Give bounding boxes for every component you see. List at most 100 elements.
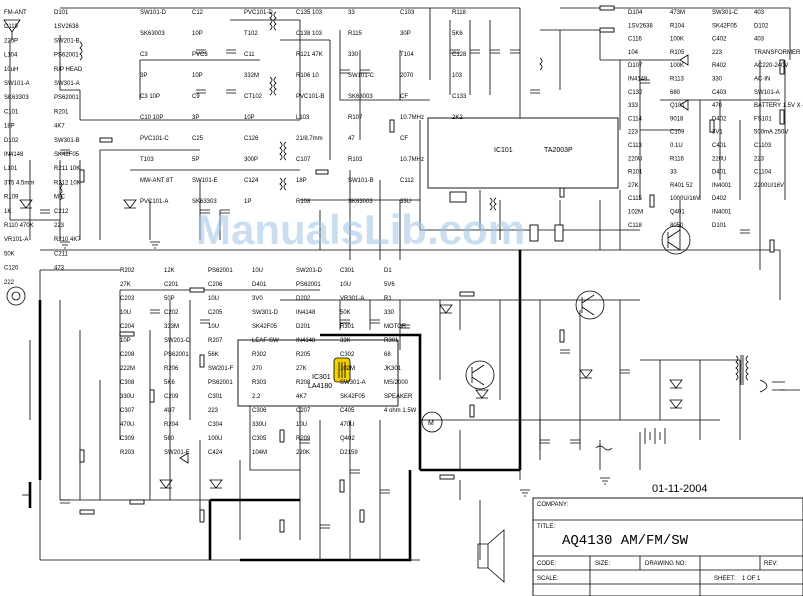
component-label: C103	[400, 10, 415, 16]
component-label: C107	[296, 157, 311, 163]
component-label: D101	[54, 10, 69, 16]
component-label: C308	[120, 380, 135, 386]
component-label: SK63003	[348, 94, 373, 100]
component-label: 332M	[244, 73, 259, 79]
component-label: 403	[754, 37, 765, 43]
component-label: C133	[452, 94, 467, 100]
component-label: 223	[208, 408, 219, 414]
component-label: 3P	[140, 73, 147, 79]
tb-sheet-label: SHEET:	[714, 576, 735, 582]
component-label: 330	[384, 310, 395, 316]
component-label: SK63003	[348, 199, 373, 205]
component-label: C209	[164, 394, 179, 400]
component-label: C424	[208, 450, 223, 456]
component-label: SK63303	[4, 95, 29, 101]
component-label: 223	[628, 130, 639, 136]
component-label: 104M	[252, 450, 267, 456]
component-label: C11	[244, 52, 255, 58]
component-label: 33K	[340, 338, 351, 344]
component-label: 3V0	[252, 296, 263, 302]
component-label: 330U	[120, 394, 134, 400]
component-label: C206	[208, 282, 223, 288]
ic301-block: IC301 LA4180	[237, 339, 399, 407]
component-label: 3P	[192, 115, 199, 121]
tb-code-label: CODE:	[537, 561, 556, 567]
component-label: 10.7MHz	[400, 115, 424, 121]
component-label: 1K	[4, 209, 11, 215]
component-label: C301	[340, 268, 355, 274]
component-label: 333M	[164, 324, 179, 330]
component-label: 18P	[296, 178, 307, 184]
component-label: C124	[244, 178, 259, 184]
component-label: IN4001	[712, 210, 732, 216]
component-label: R/P HEAD	[54, 67, 83, 73]
component-label: 5V6	[384, 282, 395, 288]
component-label: R107	[348, 115, 363, 121]
component-label: MS/2000	[384, 380, 409, 386]
component-label: 223	[54, 223, 65, 229]
component-label: 300P	[244, 157, 258, 163]
component-label: C208	[120, 352, 135, 358]
component-label: PS62001	[208, 380, 233, 386]
component-label: R301	[384, 338, 399, 344]
component-label: C203	[120, 296, 135, 302]
component-label: IN4148	[296, 310, 316, 316]
component-label: 104	[628, 50, 639, 56]
component-label: 10U	[120, 310, 131, 316]
ic-label-la4180: LA4180	[308, 383, 332, 390]
component-label: 330U	[252, 422, 266, 428]
component-label: R1	[384, 296, 392, 302]
component-label: R109	[4, 195, 19, 201]
component-label: SK63303	[192, 199, 217, 205]
component-label: 1P	[244, 199, 251, 205]
tb-sheet-value: 1 OF 1	[742, 576, 761, 582]
component-label: SW301-A	[340, 380, 366, 386]
component-label: 10P	[120, 338, 131, 344]
component-label: SK42F05	[252, 324, 278, 330]
component-label: L104	[4, 53, 18, 59]
component-label: 2K2	[452, 115, 463, 121]
component-label: C10 10P	[140, 115, 163, 121]
component-label: D107	[628, 63, 643, 69]
component-label: 470U	[120, 422, 134, 428]
component-label: C138 103	[296, 31, 323, 37]
component-label: MW-ANT 8T	[140, 178, 173, 184]
component-label: PS62001	[54, 53, 79, 59]
component-label: SW301-B	[54, 138, 80, 144]
component-label: 473	[54, 266, 65, 272]
component-label: 10.7MHz	[400, 157, 424, 163]
component-label: R211 10K	[54, 166, 80, 172]
component-label: 50K	[340, 310, 351, 316]
component-label: C1103	[754, 143, 772, 149]
component-label: C109	[670, 130, 685, 136]
component-label: C302	[340, 352, 355, 358]
component-label: PS62001	[296, 282, 321, 288]
component-label: C202	[164, 310, 179, 316]
component-label: 680	[670, 90, 681, 96]
component-label: C113	[628, 143, 643, 149]
component-label: SW201-C	[164, 338, 191, 344]
component-label: C119	[4, 24, 19, 30]
component-label: R101	[628, 170, 643, 176]
component-label: 8050	[670, 223, 684, 229]
component-label: VR101-A	[4, 237, 28, 243]
component-label: R104	[670, 23, 685, 29]
component-label: FM-ANT	[4, 10, 27, 16]
component-label: C309	[120, 436, 135, 442]
component-label: R402	[712, 63, 727, 69]
component-label: SK63003	[140, 31, 165, 37]
component-label: C307	[120, 408, 135, 414]
component-label: 10U	[208, 324, 219, 330]
component-label: 220P	[4, 38, 18, 44]
component-label: C205	[208, 310, 223, 316]
component-label: FS101	[754, 116, 772, 122]
component-label: 18P	[4, 124, 15, 130]
component-label: PS62001	[164, 352, 189, 358]
component-label: MOTOR	[384, 324, 407, 330]
component-label: 33	[348, 10, 355, 16]
component-label: 470U	[340, 422, 354, 428]
component-label: D402	[712, 116, 727, 122]
tb-drawing-no-label: DRAWING NO:	[645, 561, 686, 567]
component-label: T102	[244, 31, 258, 37]
component-label: C306	[252, 408, 267, 414]
